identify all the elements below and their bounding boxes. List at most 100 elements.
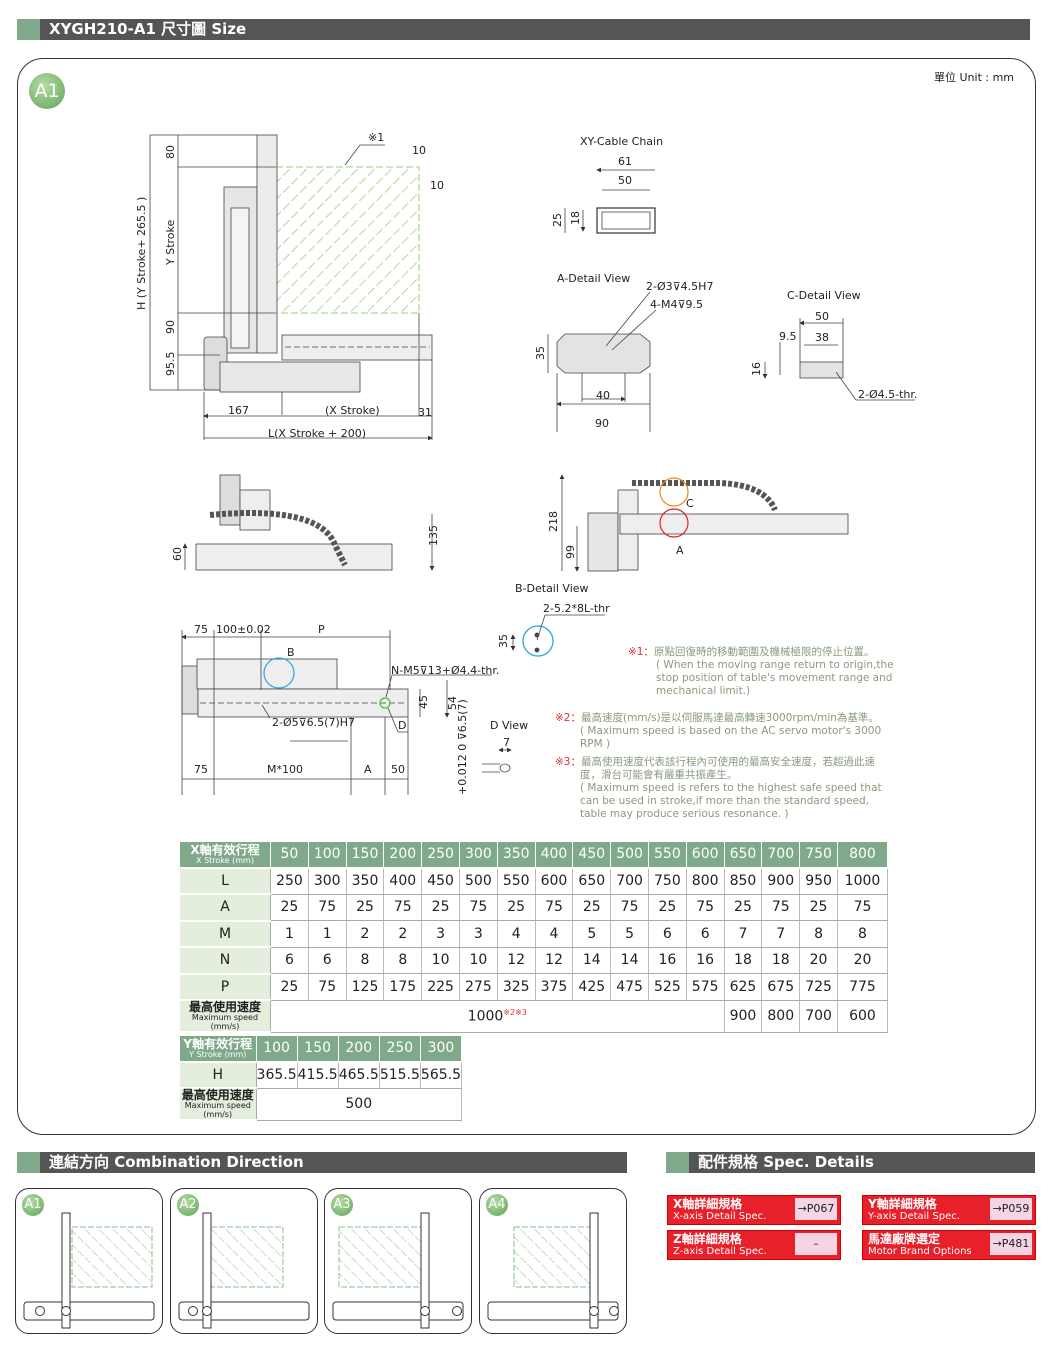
- spec-zh: Z軸詳細規格: [673, 1232, 742, 1246]
- value-cell: 600: [535, 867, 574, 895]
- value-cell: 525: [648, 973, 687, 1001]
- dim-label: 35: [534, 346, 547, 360]
- dim-label: 18: [569, 211, 582, 225]
- dim-label: H (Y Stroke+ 265.5 ): [135, 197, 148, 310]
- value-cell: 950: [799, 867, 838, 895]
- value-cell: 20: [799, 947, 838, 974]
- spec-en: Motor Brand Options: [868, 1246, 972, 1257]
- bottom-view: [182, 630, 492, 795]
- mark-b: B: [287, 646, 295, 659]
- note1-mark: ※1: [368, 131, 384, 144]
- dim-label: 100±0.02: [216, 623, 271, 636]
- stroke-cell: 400: [535, 842, 574, 869]
- value-cell: 515.5: [379, 1061, 421, 1089]
- value-cell: 20: [837, 947, 889, 974]
- spec-page-ref[interactable]: →P067: [795, 1198, 837, 1220]
- dim-label: 95.5: [164, 352, 177, 377]
- value-cell: 25: [648, 894, 687, 921]
- dim-label: 2-Ø5⊽6.5(7)H7: [272, 716, 355, 729]
- dim-label: 10: [430, 179, 444, 192]
- combination-option-a1: A1: [15, 1188, 163, 1334]
- row-label: A: [180, 894, 271, 922]
- dim-label: 75: [194, 623, 208, 636]
- value-cell: 900: [724, 1000, 763, 1033]
- value-cell: 1: [270, 920, 309, 948]
- spec-en: Z-axis Detail Spec.: [673, 1246, 767, 1257]
- value-cell: 75: [837, 894, 889, 921]
- stroke-cell: 650: [724, 842, 763, 869]
- value-cell: 800: [761, 1000, 801, 1033]
- dim-label: 218: [547, 511, 560, 532]
- combination-section-bar: 連結方向 Combination Direction: [17, 1152, 627, 1173]
- speed-main-cell: 1000※2※3: [270, 1000, 725, 1033]
- value-cell: 250: [270, 867, 309, 895]
- value-cell: 10: [459, 947, 498, 974]
- dim-label: 135: [427, 525, 440, 546]
- stroke-cell: 250: [379, 1036, 421, 1063]
- dim-label: 9.5: [779, 330, 797, 343]
- value-cell: 12: [535, 947, 574, 974]
- combination-title: 連結方向 Combination Direction: [49, 1153, 304, 1171]
- combination-diagram: [178, 1212, 310, 1329]
- value-cell: 75: [535, 894, 574, 921]
- dim-label: 80: [164, 145, 177, 159]
- value-cell: 3: [421, 920, 460, 948]
- stroke-cell: 500: [610, 842, 649, 869]
- b-detail-title: B-Detail View: [515, 582, 589, 595]
- value-cell: 75: [383, 894, 423, 921]
- value-cell: 16: [648, 947, 687, 974]
- title-accent: [17, 19, 40, 40]
- value-cell: 450: [421, 867, 460, 895]
- value-cell: 6: [270, 947, 309, 974]
- value-cell: 700: [799, 1000, 838, 1033]
- cable-chain-title: XY-Cable Chain: [580, 135, 663, 148]
- value-cell: 275: [459, 973, 498, 1001]
- dim-label: 167: [228, 404, 249, 417]
- value-cell: 7: [724, 920, 763, 948]
- stroke-cell: 50: [270, 842, 309, 869]
- d-view-title: D View: [490, 719, 528, 732]
- spec-page-ref[interactable]: →P059: [990, 1198, 1032, 1220]
- value-cell: 25: [270, 973, 309, 1001]
- value-cell: 14: [610, 947, 649, 974]
- dim-label: 45: [417, 695, 430, 709]
- technical-drawings: ※1 10 10 80 Y Stroke 90 95.5 H (Y Stroke…: [135, 131, 917, 795]
- speed-en: Maximum speed (mm/s): [191, 1013, 259, 1031]
- value-cell: 900: [761, 867, 801, 895]
- note-1: ※1：原點回復時的移動範圍及機械極限的停止位置。 ( When the movi…: [628, 646, 894, 697]
- dim-label: 2-5.2*8L-thr: [543, 602, 610, 615]
- stroke-cell: 550: [648, 842, 687, 869]
- a-detail-title: A-Detail View: [557, 272, 630, 285]
- value-cell: 325: [497, 973, 536, 1001]
- mark-c: C: [686, 497, 694, 510]
- stroke-cell: 150: [297, 1036, 339, 1063]
- stroke-cell: 600: [686, 842, 725, 869]
- stroke-cell: 300: [459, 842, 498, 869]
- dim-label: 40: [596, 389, 610, 402]
- value-cell: 2: [346, 920, 385, 948]
- spec-section-bar: 配件規格 Spec. Details: [666, 1152, 1035, 1173]
- page-title-bar: XYGH210-A1 尺寸圖 Size: [17, 19, 1030, 40]
- dim-label: 50: [391, 763, 405, 776]
- combination-badge: A2: [177, 1194, 199, 1216]
- spec-page-ref[interactable]: →P481: [990, 1233, 1032, 1255]
- dim-label: 54: [446, 696, 459, 710]
- dimension-drawing-frame: [17, 58, 1036, 1135]
- stroke-cell: 200: [338, 1036, 380, 1063]
- spec-page-ref[interactable]: –: [795, 1233, 837, 1255]
- stroke-cell: 450: [572, 842, 612, 869]
- mark-d: D: [398, 719, 406, 732]
- stroke-cell: 100: [256, 1036, 298, 1063]
- dim-label: 16: [750, 362, 763, 376]
- stroke-cell: 350: [497, 842, 536, 869]
- stroke-cell: 250: [421, 842, 460, 869]
